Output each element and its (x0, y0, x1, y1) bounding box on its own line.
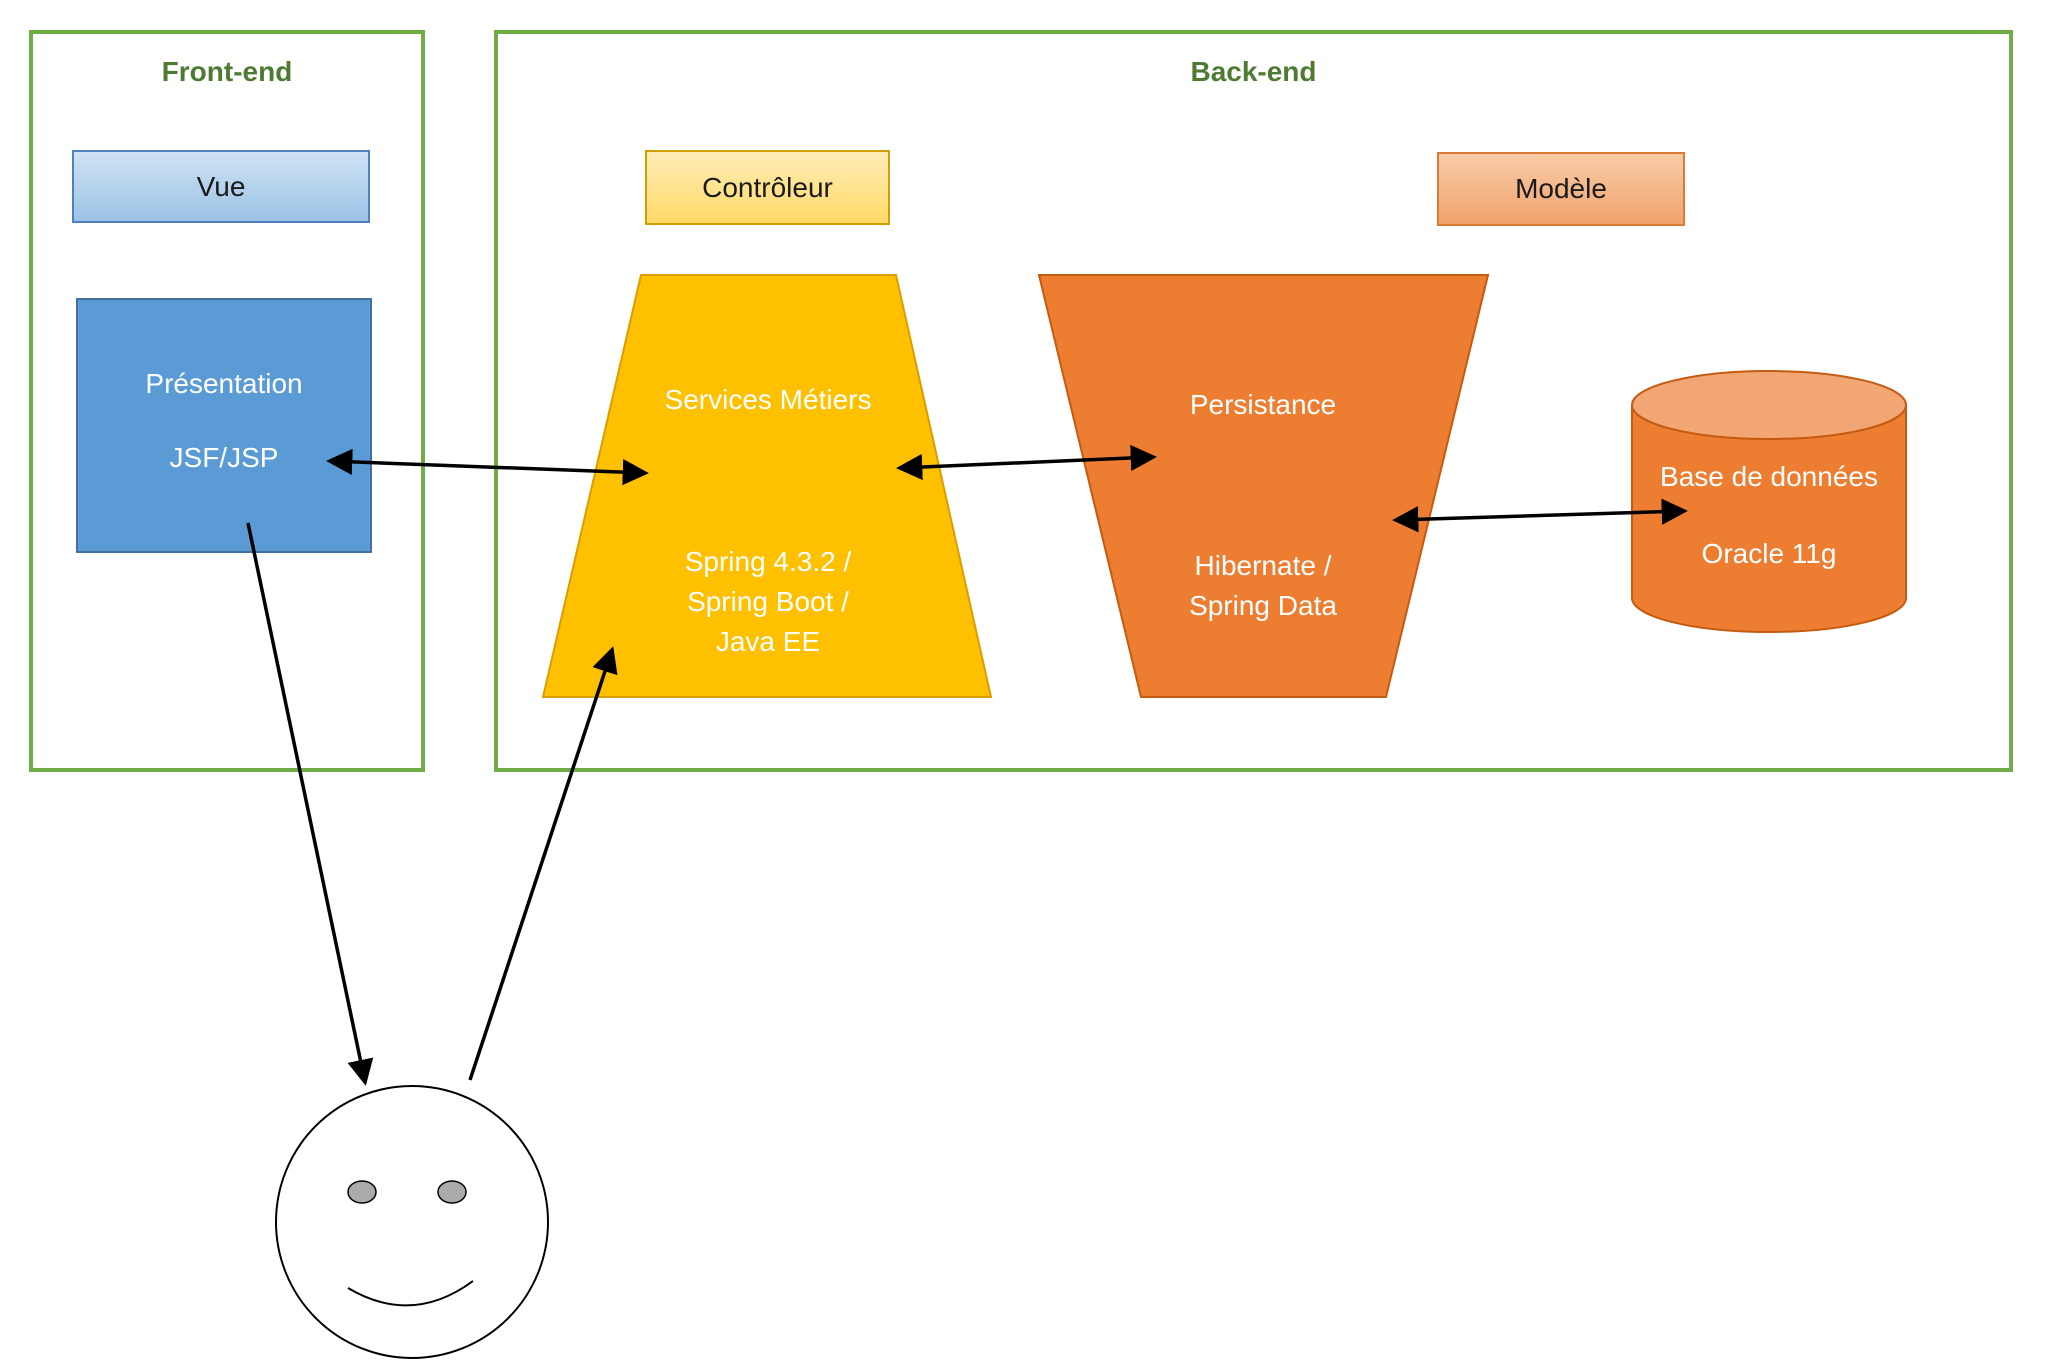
smiley-head (275, 1085, 549, 1359)
services-title: Services Métiers (664, 384, 872, 415)
presentation-label: Présentation (145, 368, 303, 399)
frontend-group: Front-end Vue Présentation JSF/JSP (29, 30, 425, 772)
user-smiley (275, 1085, 549, 1359)
arrow-user-to-services (468, 646, 618, 1081)
database-label: Base de données (1660, 461, 1878, 492)
controller-label: Contrôleur (702, 171, 833, 203)
controller-label-box: Contrôleur (645, 150, 890, 225)
database-cylinder-top (1631, 370, 1907, 440)
smiley-left-eye (347, 1180, 377, 1204)
persistence-trapezoid (1037, 274, 1490, 698)
presentation-tech-label: JSF/JSP (169, 442, 279, 473)
database-cylinder (1631, 370, 1907, 633)
services-trapezoid (541, 274, 993, 698)
model-label: Modèle (1515, 173, 1607, 204)
database-tech-label: Oracle 11g (1701, 538, 1837, 569)
vue-label: Vue (196, 170, 246, 202)
frontend-title: Front-end (161, 56, 293, 87)
model-label-box: Modèle (1437, 152, 1685, 226)
persistence-tech-stack: Hibernate / Spring Data (1189, 550, 1337, 621)
services-tech-stack: Spring 4.3.2 / Spring Boot / Java EE (684, 546, 852, 657)
arrow-services-persistence (896, 444, 1157, 481)
arrow-presentation-to-user (246, 522, 374, 1086)
smiley-right-eye (437, 1180, 467, 1204)
vue-label-box: Vue (72, 150, 370, 223)
smiley-smile (347, 1280, 474, 1307)
persistence-title: Persistance (1189, 389, 1337, 420)
arrow-persistence-database (1392, 498, 1688, 533)
presentation-box: Présentation JSF/JSP (76, 298, 372, 553)
arrow-presentation-services (326, 448, 649, 486)
backend-title: Back-end (1190, 56, 1317, 87)
